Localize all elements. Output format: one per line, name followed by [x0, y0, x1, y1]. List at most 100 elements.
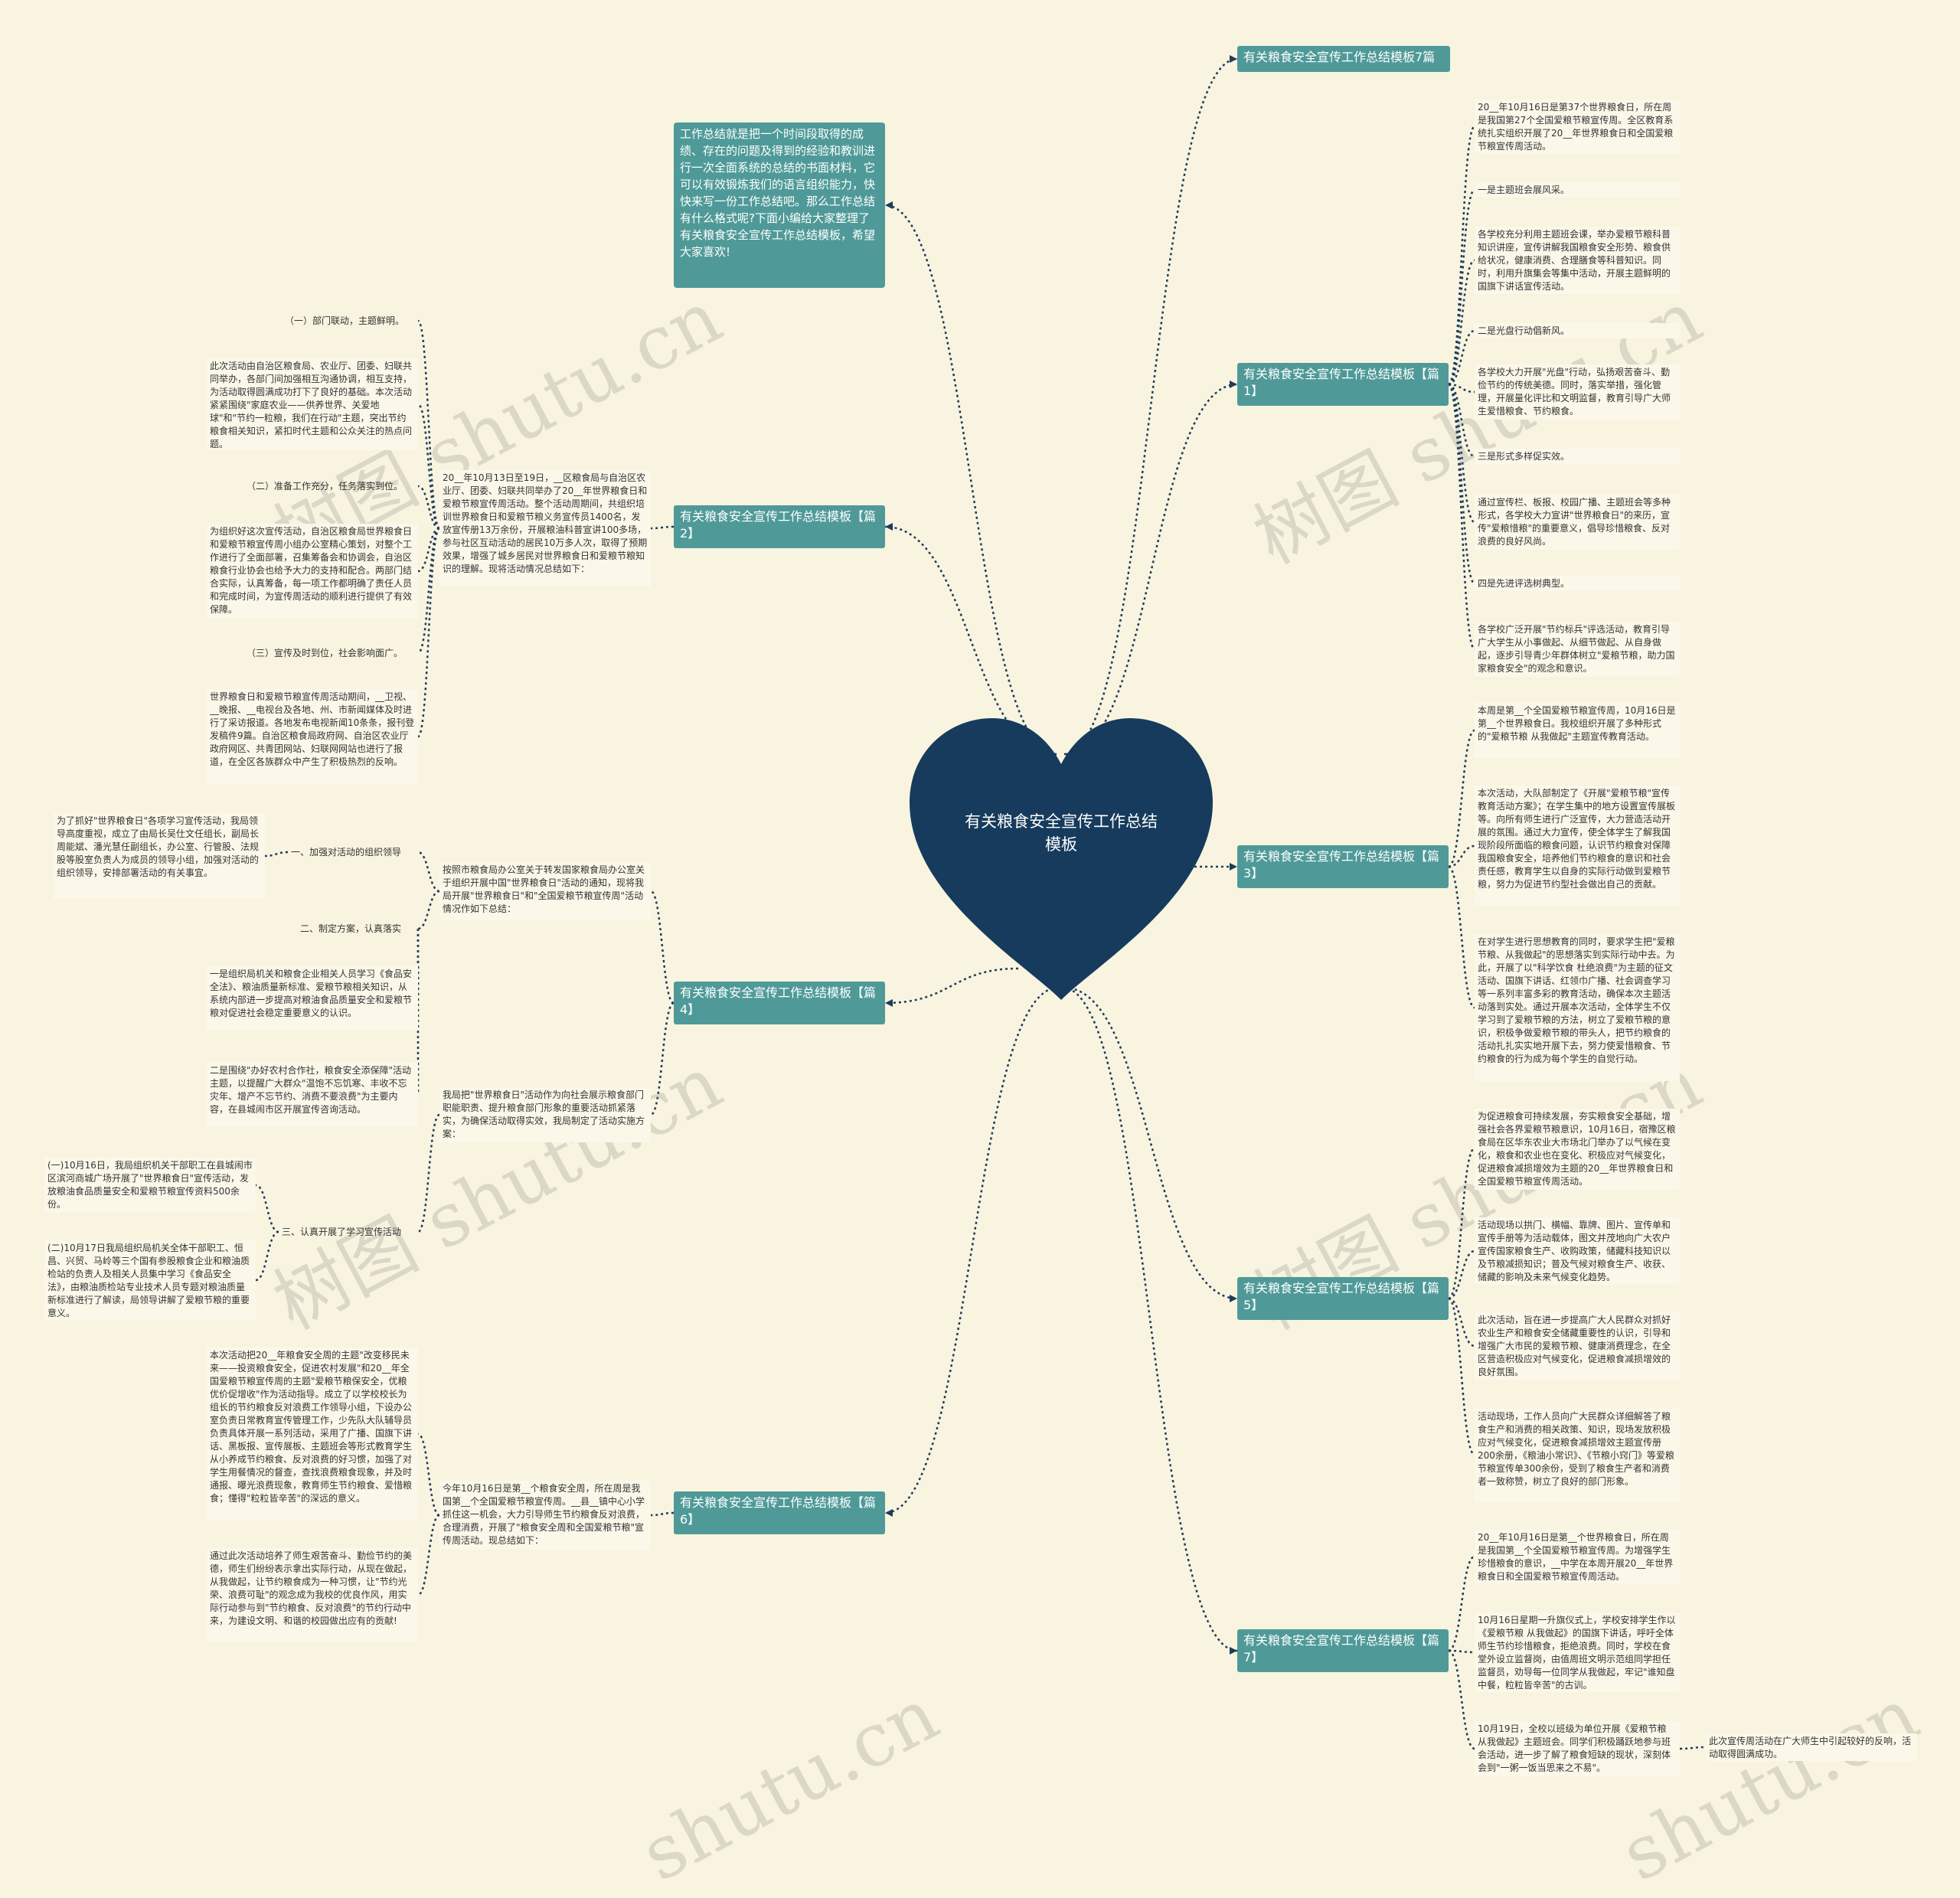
connector-line — [1448, 865, 1475, 1009]
connector-line — [1447, 383, 1476, 651]
part1-leaf: 各学校充分利用主题班会课，举办爱粮节粮科普知识讲座，宣传讲解我国粮食安全形势、粮… — [1475, 227, 1680, 294]
connector-line — [1448, 1147, 1475, 1300]
connector-line — [1448, 259, 1475, 386]
branch-part-5[interactable]: 有关粮食安全宣传工作总结模板【篇5】 — [1237, 1277, 1449, 1320]
part4-main: 我局把"世界粮食日"活动作为向社会展示粮食部门职能职责、提升粮食部门形象的重要活… — [439, 1087, 651, 1142]
part2-item: （三）宣传及时到位，社会影响面广。 — [247, 648, 403, 658]
connector-line — [264, 851, 289, 858]
connector-line — [255, 1230, 279, 1282]
branch-part-1[interactable]: 有关粮食安全宣传工作总结模板【篇1】 — [1237, 363, 1449, 406]
connector-line — [1448, 1649, 1475, 1750]
part4-item: 为了抓好"世界粮食日"各项学习宣传活动，我局领导高度重视，成立了由局长吴仕文任组… — [54, 813, 265, 899]
part4-item: 一是组织局机关和粮食企业相关人员学习《食品安全法》、粮油质量新标准、爱粮节粮相关… — [207, 966, 418, 1031]
part7-leaf: 10月19日，全校以班级为单位开展《爱粮节粮 从我做起》主题班会。同学们积极踊跃… — [1475, 1721, 1680, 1776]
connector-line — [255, 1184, 279, 1233]
part1-leaf: 各学校广泛开展"节约标兵"评选活动，教育引导广大学生从小事做起、从细节做起、从自… — [1475, 622, 1680, 677]
connector-line — [417, 851, 440, 893]
part6-main: 今年10月16日是第__个粮食安全周，所在周是我国第__个全国爱粮节粮宣传周。_… — [439, 1481, 651, 1550]
part4-label: 二、制定方案，认真落实 — [300, 923, 402, 934]
part7-leaf: 10月16日星期一升旗仪式上，学校安排学生作以《爱粮节粮 从我做起》的国旗下讲话… — [1475, 1612, 1680, 1692]
connector-line — [1447, 125, 1476, 386]
connector-line — [416, 403, 441, 530]
connector-arrow — [885, 201, 893, 209]
connector-line — [416, 319, 441, 530]
connector-arrow — [1230, 1295, 1237, 1302]
connector-line — [1448, 1649, 1475, 1654]
part4-label: 三、认真开展了学习宣传活动 — [282, 1227, 402, 1237]
connector-line — [1447, 1297, 1476, 1456]
connector-line — [1448, 1297, 1475, 1348]
intro-node: 工作总结就是把一个时间段取得的成绩、存在的问题及得到的经验和教训进行一次全面系统… — [674, 123, 885, 288]
connector-line — [1447, 383, 1476, 585]
branch-part-2[interactable]: 有关粮食安全宣传工作总结模板【篇2】 — [674, 505, 885, 548]
part2-main: 20__年10月13日至19日，__区粮食局与自治区农业厅、团委、妇联共同举办了… — [439, 470, 651, 586]
connector-line — [884, 986, 1059, 1514]
connector-line — [1448, 329, 1475, 386]
part2-item: 世界粮食日和爱粮节粮宣传周活动期间，__卫视、__晚报、__电视台及各地、州、市… — [207, 689, 418, 784]
connector-line — [417, 890, 440, 930]
connector-line — [1448, 1250, 1475, 1300]
connector-line — [416, 1113, 441, 1233]
connector-line — [1447, 188, 1476, 386]
connector-line — [650, 1511, 675, 1517]
branch-part-3[interactable]: 有关粮食安全宣传工作总结模板【篇3】 — [1237, 845, 1449, 888]
part5-leaf: 活动现场以拱门、横幅、靠牌、图片、宣传单和宣传手册等为活动载体，图文并茂地向广大… — [1475, 1217, 1680, 1285]
part3-leaf: 在对学生进行思想教育的同时，要求学生把"爱粮节粮、从我做起"的思想落实到实际行动… — [1475, 934, 1680, 1081]
connector-arrow — [1230, 863, 1237, 871]
part2-item: 为组织好这次宣传活动，自治区粮食局世界粮食日和爱粮节粮宣传周小组办公室精心策划，… — [207, 524, 418, 619]
connector-line — [1448, 1555, 1475, 1652]
connector-line — [416, 527, 441, 738]
part5-leaf: 此次活动，旨在进一步提高广大人民群众对抓好农业生产和粮食安全储藏重要性的认识，引… — [1475, 1312, 1680, 1380]
part1-leaf: 各学校大力开展"光盘"行动，弘扬艰苦奋斗、勤俭节约的传统美德。同时，落实举措，强… — [1475, 364, 1680, 420]
part1-leaf: 二是光盘行动倡新风。 — [1475, 323, 1680, 338]
part4-item: (二)10月17日我局组织局机关全体干部职工、恒昌、兴贸、马岭等三个国有参股粮食… — [44, 1240, 256, 1320]
part6-item: 通过此次活动培养了师生艰苦奋斗、勤俭节约的美德，师生们纷纷表示拿出实际行动，从现… — [207, 1548, 418, 1642]
connector-line — [1062, 986, 1238, 1652]
connector-arrow — [1230, 55, 1237, 63]
connector-arrow — [1230, 381, 1237, 388]
branch-part-4[interactable]: 有关粮食安全宣传工作总结模板【篇4】 — [674, 982, 885, 1024]
part2-item: 此次活动由自治区粮食局、农业厅、团委、妇联共同举办，各部门间加强相互沟通协调，相… — [207, 358, 418, 450]
connector-line — [650, 1001, 675, 1116]
connector-line — [1063, 986, 1238, 1300]
connector-line — [417, 1432, 440, 1517]
branch-part-6[interactable]: 有关粮食安全宣传工作总结模板【篇6】 — [674, 1491, 885, 1534]
connector-line — [650, 890, 675, 1005]
part2-item: （二）准备工作充分，任务落实到位。 — [247, 481, 403, 492]
connector-arrow — [1230, 1647, 1237, 1655]
branch-overview[interactable]: 有关粮食安全宣传工作总结模板7篇 — [1237, 46, 1450, 72]
part5-leaf: 活动现场，工作人员向广大民群众详细解答了粮食生产和消费的相关政策、知识，现场发放… — [1475, 1409, 1680, 1502]
branch-part-7[interactable]: 有关粮食安全宣传工作总结模板【篇7】 — [1237, 1629, 1449, 1672]
connector-line — [1448, 844, 1475, 868]
part7-leaf: 20__年10月16日是第__个世界粮食日，所在周是我国第__个全国爱粮节粮宣传… — [1475, 1530, 1680, 1583]
part3-leaf: 本次活动，大队部制定了《开展"爱粮节粮"宣传教育活动方案》；在学生集中的地方设置… — [1475, 786, 1680, 907]
part2-item: （一）部门联动，主题鲜明。 — [285, 315, 405, 326]
center-heart-shape — [910, 718, 1213, 1000]
part4-label: 一、加强对活动的组织领导 — [291, 847, 402, 858]
part1-leaf: 一是主题班会展风采。 — [1475, 182, 1680, 198]
connector-arrow — [885, 999, 893, 1007]
part1-leaf: 三是形式多样促实效。 — [1475, 449, 1680, 464]
connector-line — [1679, 1746, 1707, 1750]
connector-line — [1448, 729, 1475, 868]
connector-line — [884, 967, 1019, 1005]
part1-leaf: 四是先进评选树典型。 — [1475, 576, 1680, 591]
part1-leaf: 通过宣传栏、板报、校园广播、主题班会等多种形式，各学校大力宣讲"世界粮食日"的来… — [1475, 495, 1680, 550]
connector-line — [1063, 57, 1238, 756]
connector-line — [1065, 383, 1238, 756]
connector-line — [1448, 383, 1475, 458]
connector-line — [417, 1514, 440, 1596]
connector-line — [884, 204, 1057, 756]
part1-leaf: 20__年10月16日是第37个世界粮食日，所在周是我国第27个全国爱粮节粮宣传… — [1475, 100, 1680, 153]
part5-leaf: 为促进粮食可持续发展，夯实粮食安全基础，增强社会各界爱粮节粮意识，10月16日，… — [1475, 1109, 1680, 1190]
part6-item: 本次活动把20__年粮食安全周的主题"改变移民未来——投资粮食安全，促进农村发展… — [207, 1348, 418, 1521]
part4-item: (一)10月16日，我局组织机关干部职工在县城闹市区滨河商城广场开展了"世界粮食… — [44, 1158, 256, 1213]
center-title: 有关粮食安全宣传工作总结模板 — [965, 812, 1158, 854]
connector-arrow — [885, 1509, 893, 1517]
part4-item: 二是围绕"办好农村合作社，粮食安全添保障"活动主题，以提醒广大群众"温饱不忘饥寒… — [207, 1063, 418, 1127]
connector-line — [650, 525, 675, 530]
part3-leaf: 本周是第__个全国爱粮节粮宣传周，10月16日是第__个世界粮食日。我校组织开展… — [1475, 703, 1680, 758]
part7-leaf: 此次宣传周活动在广大师生中引起较好的反响，活动取得圆满成功。 — [1706, 1733, 1917, 1761]
part4-main: 按照市粮食局办公室关于转发国家粮食局办公室关于组织开展中国"世界粮食日"活动的通… — [439, 862, 651, 920]
connector-arrow — [885, 523, 893, 531]
